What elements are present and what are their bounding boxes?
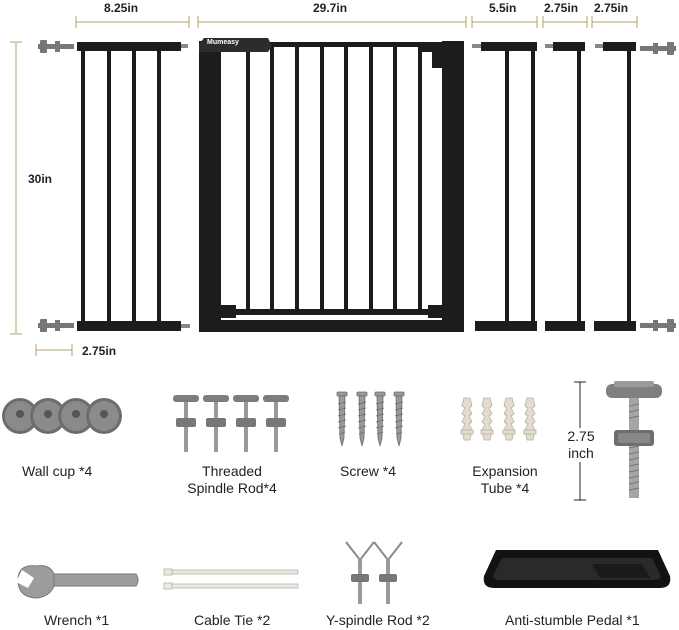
- wrench-icon: [16, 565, 139, 599]
- dim-height: 30in: [28, 172, 53, 186]
- screw-label: Screw *4: [340, 463, 397, 479]
- dimension-lines: [10, 16, 638, 356]
- dim-spindle-depth: 2.75in: [82, 344, 117, 358]
- spindle-length-unit: inch: [568, 445, 594, 461]
- threaded-spindle-rod-label-line1: Threaded: [202, 463, 262, 479]
- expansion-tube-label-line2: Tube *4: [480, 480, 530, 496]
- cable-tie-label: Cable Tie *2: [194, 612, 271, 628]
- dim-gate-main: 29.7in: [313, 1, 348, 15]
- y-spindle-rod-icon: [345, 541, 403, 604]
- wall-cup-label: Wall cup *4: [22, 463, 93, 479]
- expansion-tube-icon: [460, 397, 537, 441]
- dim-ext-left: 8.25in: [104, 1, 139, 15]
- spindle-length-label: 2.75 inch: [559, 428, 603, 462]
- anti-stumble-pedal-label: Anti-stumble Pedal *1: [505, 612, 640, 628]
- cable-tie-icon: [163, 568, 299, 590]
- anti-stumble-pedal-icon: [483, 550, 671, 588]
- spindle-rod-detail-icon: [606, 381, 662, 498]
- spindle-length-value: 2.75: [567, 428, 595, 444]
- y-spindle-rod-label: Y-spindle Rod *2: [326, 612, 430, 628]
- baby-gate-illustration: [38, 38, 676, 332]
- wall-cup-icon: [2, 398, 122, 434]
- expansion-tube-label: Expansion Tube *4: [460, 463, 550, 497]
- threaded-spindle-rod-icon: [173, 395, 289, 452]
- dim-ext-2-75-b: 2.75in: [594, 1, 629, 15]
- screw-icon: [336, 391, 405, 447]
- wrench-label: Wrench *1: [44, 612, 110, 628]
- threaded-spindle-rod-label: Threaded Spindle Rod*4: [182, 463, 282, 497]
- dim-ext-5-5: 5.5in: [489, 1, 517, 15]
- expansion-tube-label-line1: Expansion: [472, 463, 538, 479]
- dim-ext-2-75-a: 2.75in: [544, 1, 579, 15]
- threaded-spindle-rod-label-line2: Spindle Rod*4: [187, 480, 277, 496]
- brand-logo: Mumeasy: [207, 39, 239, 46]
